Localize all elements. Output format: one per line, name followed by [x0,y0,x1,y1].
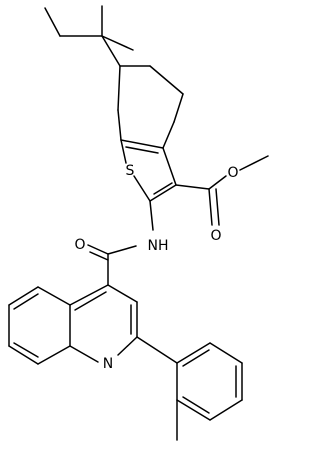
bond [162,147,177,186]
thiophene-ring [120,121,177,202]
o-tolyl-group [136,336,243,441]
bond [37,286,71,306]
amide-nitrogen-label: NH [148,238,169,254]
bond [133,175,151,202]
bond [8,345,39,365]
bond [74,291,107,311]
bond [239,155,269,171]
bond [176,399,211,421]
bond [120,139,164,149]
bond [153,182,173,195]
bond [136,336,178,364]
tert-amyl-group [44,5,134,67]
bond [182,349,210,367]
structure-canvas: S O O NH O N [8,5,269,441]
bond [149,65,184,95]
bond [107,284,138,303]
bond [215,188,220,226]
molecule-drawing: S O O NH O N [8,5,269,441]
bond [176,342,211,364]
bond [101,35,134,51]
bond [125,146,159,154]
amide-oxygen-label: O [74,237,85,253]
quinoline-nitrogen-label: N [103,356,113,372]
bond [117,65,121,111]
sulfur-label: S [126,163,135,179]
bond [44,7,61,37]
bond [107,245,137,255]
bond [149,184,177,202]
bond [37,345,71,365]
ester-oxygen-label: O [227,165,238,181]
bond [117,109,122,141]
bond [13,342,39,358]
bond [101,35,121,67]
bond [175,184,210,190]
cyclohexene-ring [117,65,184,141]
methyl-ester-group [175,155,269,226]
bond [117,336,138,356]
bond [208,175,227,190]
bond [89,251,109,261]
bond [209,342,243,364]
bond [208,188,213,226]
atom-labels: S O O NH O N [74,163,238,372]
bond [173,93,184,123]
amide-group [87,200,154,286]
bond [149,200,154,231]
bond [162,121,175,149]
bond [209,399,243,421]
bond [182,396,210,414]
bond [120,139,127,164]
quinoline-ring-system [8,284,138,365]
bond [69,345,99,363]
bond [8,286,39,306]
bond [69,284,109,306]
carbonyl-oxygen-label: O [210,228,221,244]
bond [13,293,39,310]
bond [87,244,109,255]
